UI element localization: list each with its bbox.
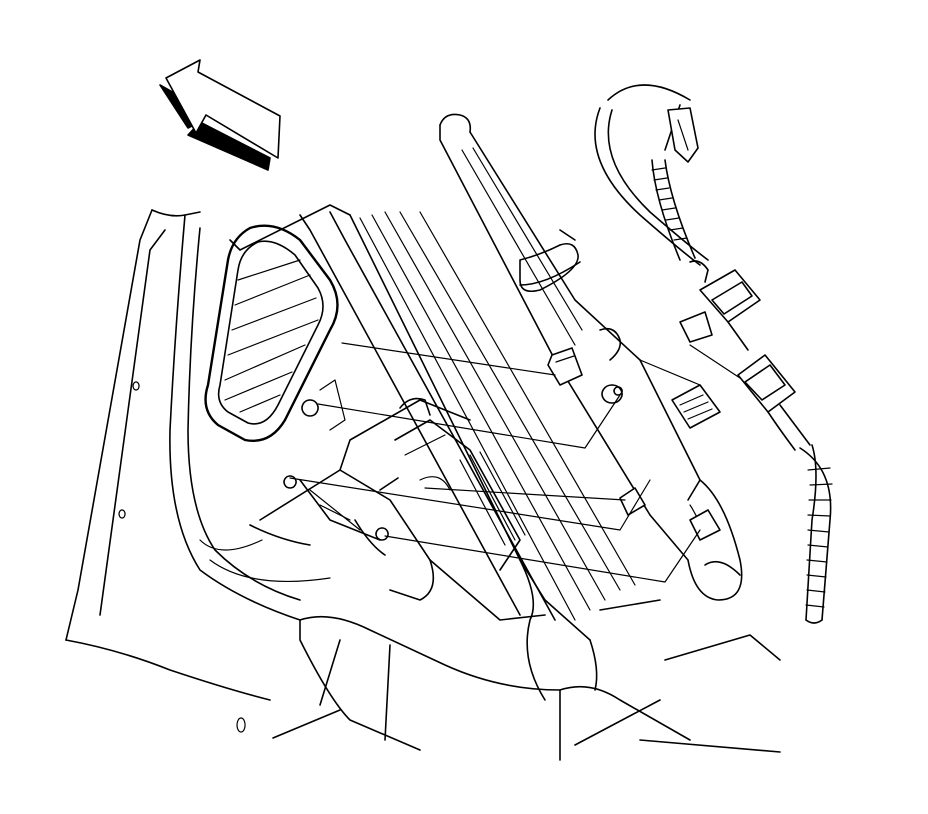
cylindrical-module bbox=[439, 113, 743, 601]
forward-direction-arrow-icon bbox=[159, 59, 281, 171]
wiring-harness bbox=[594, 84, 833, 624]
leader-lines bbox=[289, 342, 741, 583]
vehicle-body-panel bbox=[65, 209, 781, 761]
module-mounting-clips bbox=[547, 347, 721, 541]
module-gasket-frame bbox=[204, 224, 339, 442]
center-console-housing bbox=[229, 204, 636, 701]
housing-mount-bosses bbox=[283, 379, 431, 541]
